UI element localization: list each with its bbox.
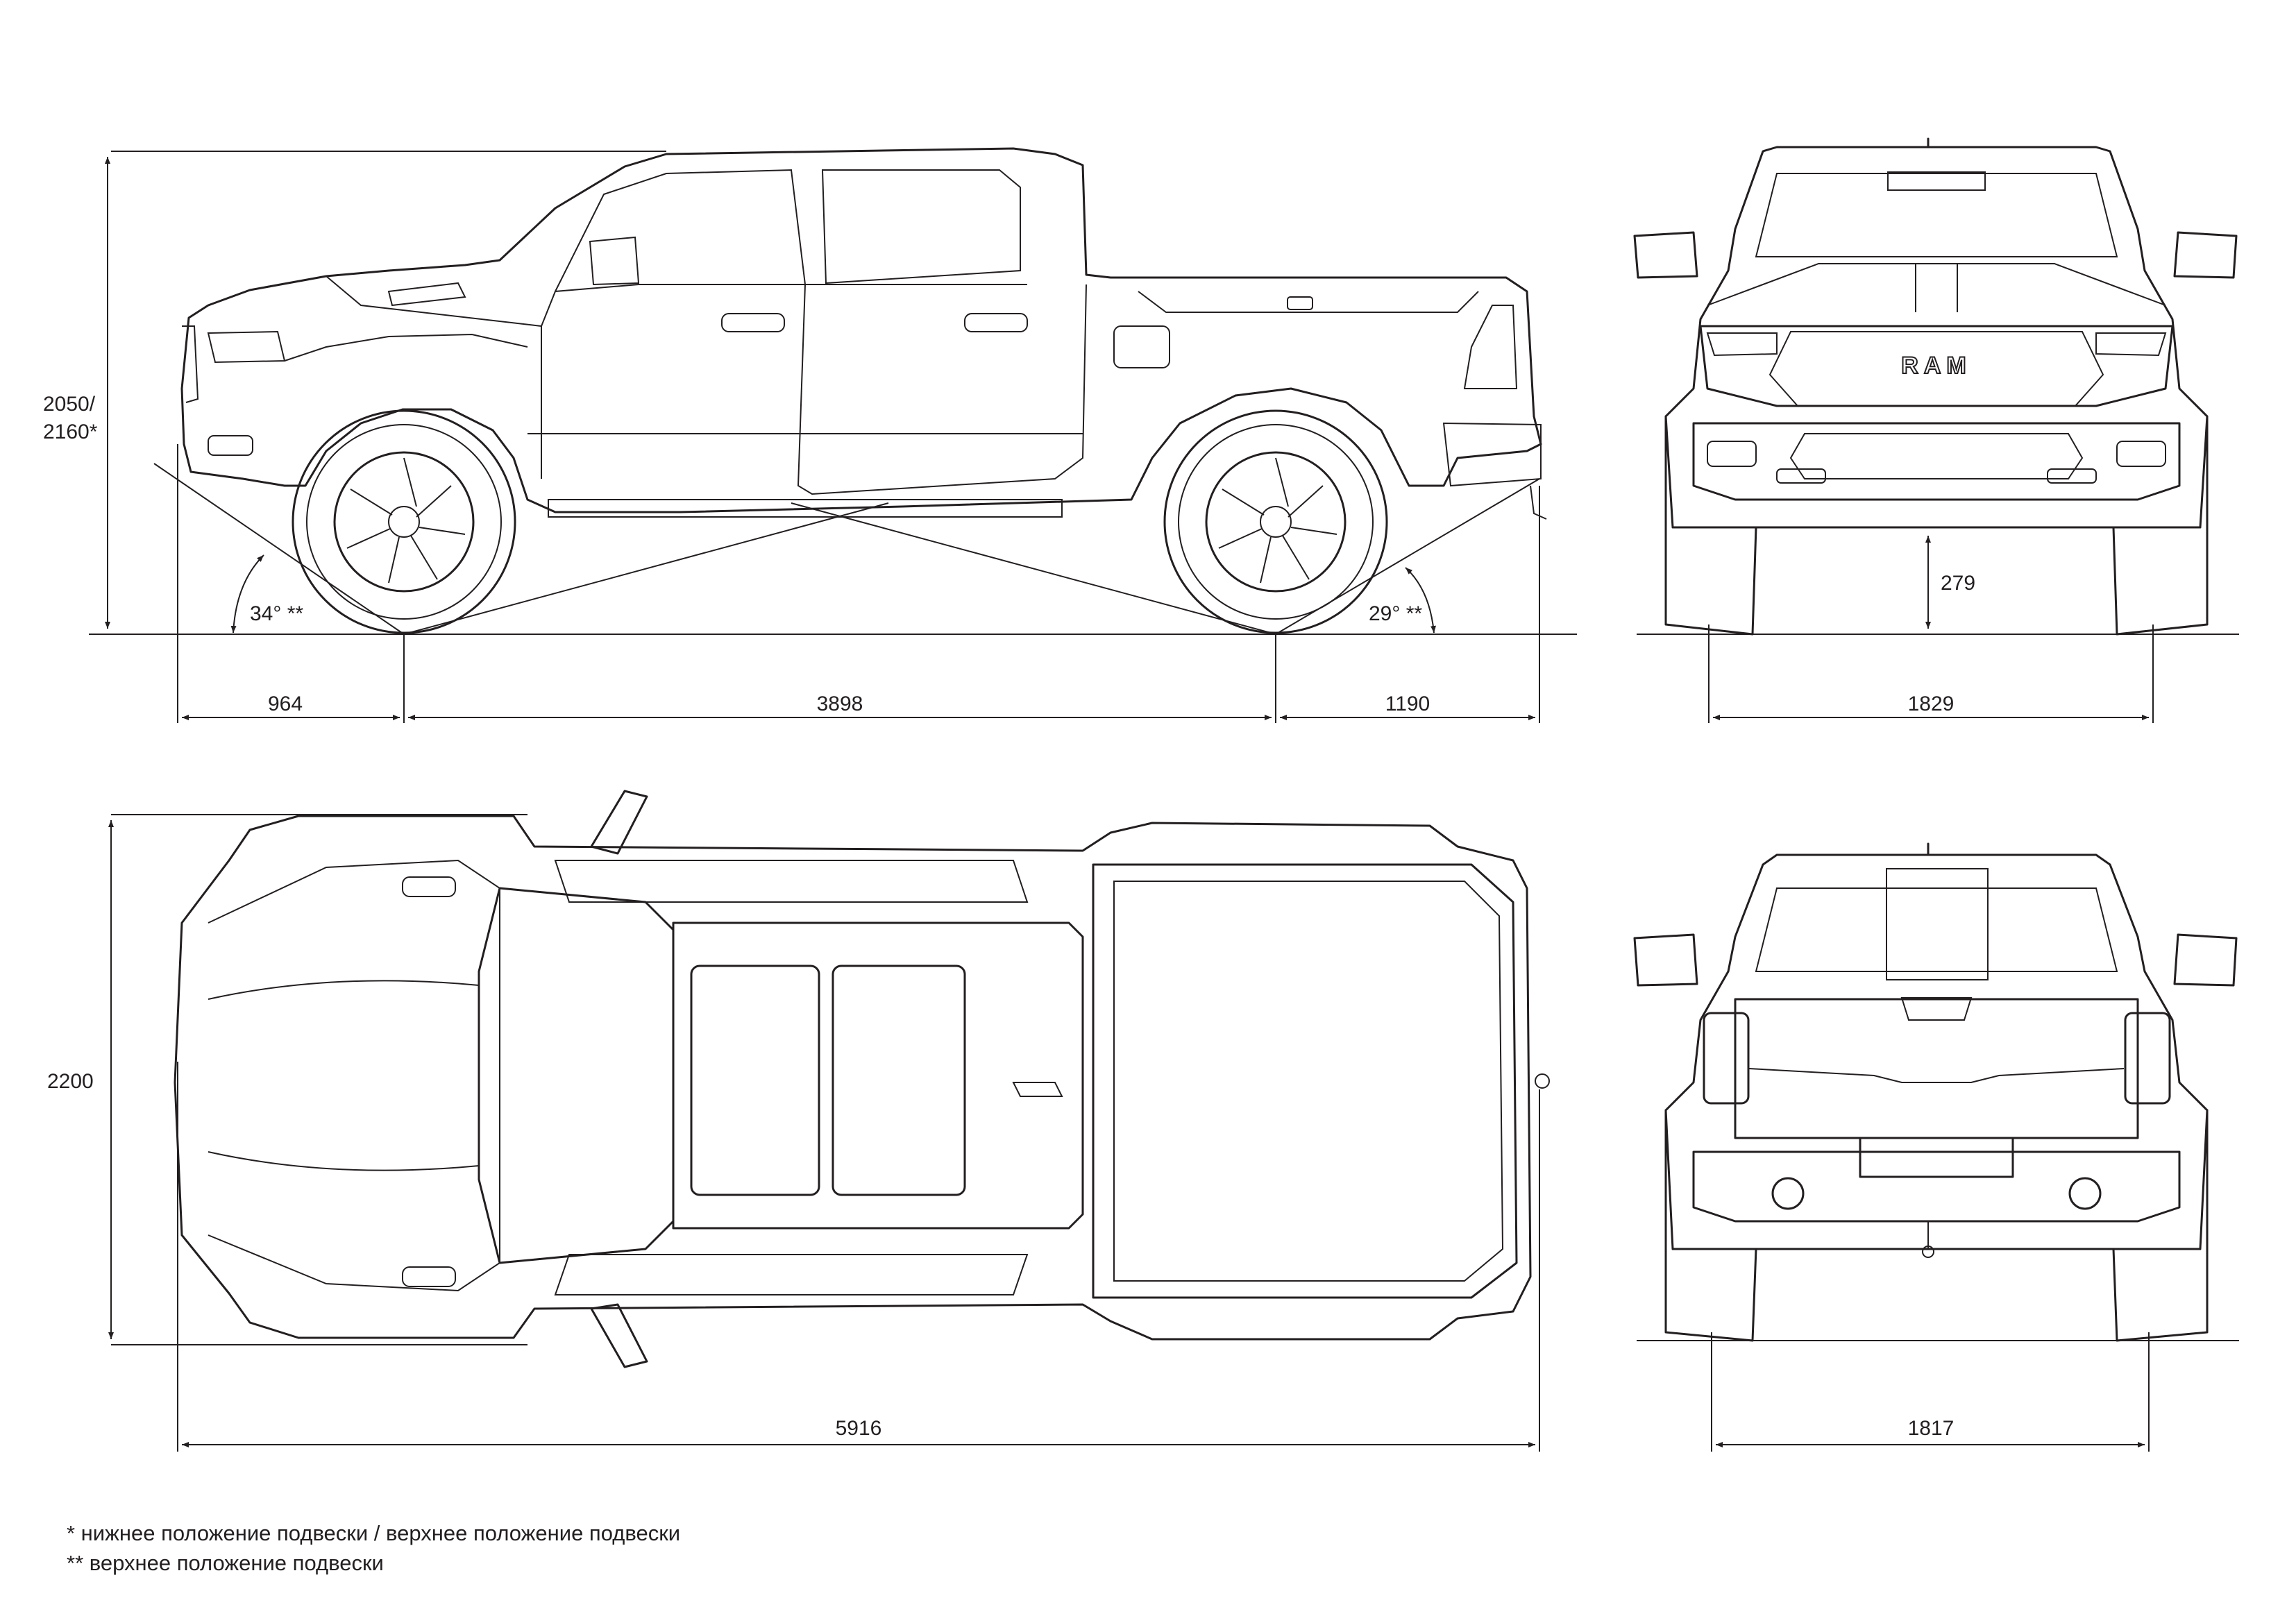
ground-clearance-label: 279 <box>1941 572 1975 595</box>
height-alt-label: 2160* <box>43 420 98 443</box>
front-view: RAM 279 1829 <box>1633 137 2239 723</box>
rear-wheel <box>1163 409 1388 634</box>
wheelbase-label: 3898 <box>817 692 863 715</box>
ram-grille-logo: RAM <box>1901 352 1971 379</box>
rear-track-label: 1817 <box>1908 1417 1955 1440</box>
width-label: 2200 <box>47 1070 94 1093</box>
approach-angle-label: 34° ** <box>250 602 303 625</box>
front-overhang-label: 964 <box>268 692 303 715</box>
height-label: 2050/ <box>43 393 96 416</box>
side-view: 34° ** 29° ** 2050/ 2160* 964 3898 1190 <box>43 147 1577 723</box>
footnotes: * нижнее положение подвески / верхнее по… <box>67 1518 680 1578</box>
length-label: 5916 <box>836 1417 882 1440</box>
rear-overhang-label: 1190 <box>1385 692 1430 715</box>
rear-view: 1817 <box>1633 842 2239 1452</box>
front-wheel <box>292 409 516 634</box>
departure-angle-label: 29° ** <box>1369 602 1422 625</box>
footnote-suspension-low-high: * нижнее положение подвески / верхнее по… <box>67 1521 681 1545</box>
front-track-label: 1829 <box>1908 692 1955 715</box>
footnote-suspension-high: ** верхнее положение подвески <box>67 1551 384 1575</box>
top-view: 2200 5916 <box>47 790 1550 1452</box>
